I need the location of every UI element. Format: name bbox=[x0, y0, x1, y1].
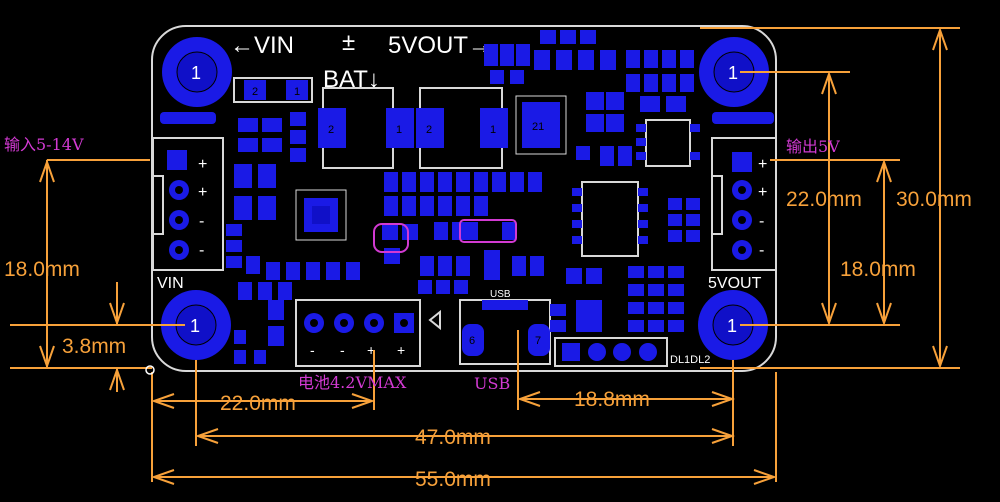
svg-text:+: + bbox=[758, 156, 767, 173]
hole-label: 1 bbox=[190, 316, 200, 336]
ic-soic-small bbox=[636, 119, 700, 167]
inductor-left: 2 1 bbox=[318, 87, 414, 169]
svg-text:+: + bbox=[198, 156, 207, 173]
dim-55: 55.0mm bbox=[415, 468, 491, 491]
dim-47: 47.0mm bbox=[415, 426, 491, 449]
inductor-right: 2 1 bbox=[416, 87, 508, 169]
svg-text:1: 1 bbox=[490, 124, 496, 136]
svg-text:+: + bbox=[367, 342, 375, 358]
ic-soic bbox=[572, 181, 648, 257]
input-voltage-label: 输入5-14V bbox=[4, 135, 84, 154]
output-voltage-label: 输出5V bbox=[786, 137, 840, 156]
svg-text:1: 1 bbox=[294, 86, 300, 98]
usb-label: USB bbox=[474, 374, 510, 393]
svg-text:-: - bbox=[759, 213, 764, 230]
mounting-hole-bottom-left: 1 bbox=[161, 290, 231, 360]
dimension-lines bbox=[10, 26, 960, 485]
ic-qfn-right: 21 bbox=[515, 95, 567, 155]
svg-text:+: + bbox=[397, 342, 405, 358]
svg-text:+: + bbox=[198, 184, 207, 201]
svg-text:-: - bbox=[310, 342, 315, 358]
pin-header bbox=[554, 337, 668, 367]
mounting-hole-bottom-right: 1 bbox=[698, 290, 768, 360]
svg-text:2: 2 bbox=[328, 124, 334, 136]
battery-connector: - - + + bbox=[295, 299, 441, 367]
silk-usb: USB bbox=[490, 289, 511, 300]
hole-label: 1 bbox=[727, 316, 737, 336]
pad-strip bbox=[160, 112, 216, 124]
dim-18-8: 18.8mm bbox=[574, 388, 650, 411]
hole-label: 1 bbox=[728, 63, 738, 83]
dim-18-left: 18.0mm bbox=[4, 258, 80, 281]
diode-footprint: 2 1 bbox=[233, 77, 313, 103]
pink-overlay-parts bbox=[373, 219, 517, 253]
usb-connector: 6 7 bbox=[459, 299, 551, 365]
dim-18-right: 18.0mm bbox=[840, 258, 916, 281]
input-connector: + + - - bbox=[152, 137, 224, 271]
svg-text:21: 21 bbox=[532, 121, 544, 133]
silk-5vout-top: 5VOUT→ bbox=[388, 32, 492, 59]
svg-text:6: 6 bbox=[469, 335, 475, 347]
ic-qfn-left bbox=[295, 189, 347, 241]
svg-text:2: 2 bbox=[252, 86, 258, 98]
svg-text:+: + bbox=[758, 184, 767, 201]
silk-vin-bottom: VIN bbox=[157, 275, 184, 292]
output-connector: + + - - bbox=[711, 137, 777, 271]
mounting-hole-top-left: 1 bbox=[162, 37, 232, 107]
svg-text:-: - bbox=[199, 242, 204, 259]
smd-pads bbox=[226, 30, 700, 364]
silk-plus-minus: ± bbox=[342, 29, 355, 56]
svg-text:1: 1 bbox=[396, 124, 402, 136]
silk-vin-top: ←VIN bbox=[230, 32, 294, 59]
dim-30: 30.0mm bbox=[896, 188, 972, 211]
dim-3-8: 3.8mm bbox=[62, 335, 126, 358]
hole-label: 1 bbox=[191, 63, 201, 83]
svg-text:2: 2 bbox=[426, 124, 432, 136]
mounting-hole-top-right: 1 bbox=[699, 37, 769, 107]
dim-22-right: 22.0mm bbox=[786, 188, 862, 211]
battery-voltage-label: 电池4.2VMAX bbox=[298, 373, 407, 392]
origin-marker bbox=[145, 365, 155, 375]
svg-text:7: 7 bbox=[535, 335, 541, 347]
silk-dl: DL1DL2 bbox=[670, 354, 710, 366]
svg-text:-: - bbox=[759, 242, 764, 259]
pad-strip bbox=[712, 112, 774, 124]
svg-text:-: - bbox=[199, 213, 204, 230]
dim-22-bottom: 22.0mm bbox=[220, 392, 296, 415]
silk-5vout-bottom: 5VOUT bbox=[708, 275, 762, 292]
svg-text:-: - bbox=[340, 342, 345, 358]
